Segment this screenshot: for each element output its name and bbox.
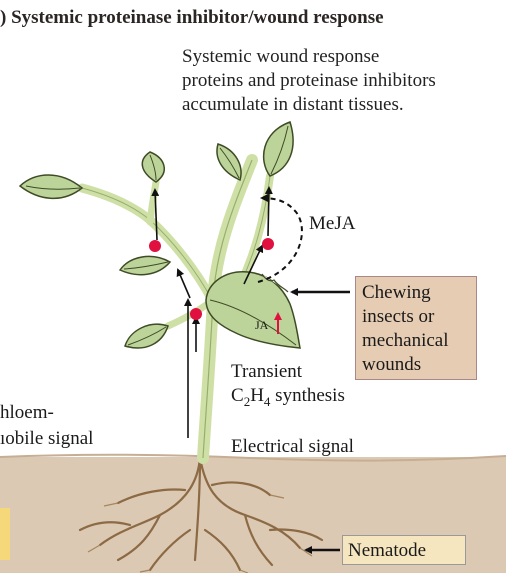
ja-label: JA — [255, 319, 268, 331]
chewing-line: insects or — [362, 305, 482, 329]
meja-label: MeJA — [309, 214, 355, 233]
chewing-line: mechanical — [362, 329, 482, 353]
systemic-response-caption: Systemic wound response proteins and pro… — [182, 45, 506, 117]
leaf-top-right — [264, 122, 293, 176]
chewing-line: Chewing — [362, 281, 482, 305]
leaf-left-mid — [120, 256, 170, 274]
signal-dot-right — [262, 238, 274, 250]
leaf-left-top — [142, 152, 164, 182]
phloem-line: hloem- — [0, 400, 160, 426]
signal-dot-stem — [190, 308, 202, 320]
caption-line: Systemic wound response — [182, 45, 506, 69]
transient-line: Transient — [231, 360, 345, 384]
margin-color-tab — [0, 508, 10, 560]
caption-line: proteins and proteinase inhibitors — [182, 69, 506, 93]
nematode-label: Nematode — [348, 541, 426, 560]
figure-title: ) Systemic proteinase inhibitor/wound re… — [0, 8, 506, 27]
ethylene-formula: C2H4 synthesis — [231, 384, 345, 414]
chewing-line: wounds — [362, 353, 482, 377]
leaf-wounded — [206, 272, 300, 348]
phloem-line: ıobile signal — [0, 426, 160, 452]
ethylene-synthesis-label: Transient C2H4 synthesis — [231, 360, 345, 414]
electrical-signal-label: Electrical signal — [231, 437, 354, 456]
chewing-insects-label: Chewing insects or mechanical wounds — [362, 281, 482, 377]
left-branch — [82, 188, 212, 300]
leaf-left-low — [125, 324, 168, 348]
caption-line: accumulate in distant tissues. — [182, 93, 506, 117]
phloem-mobile-signal-label: hloem- ıobile signal — [0, 400, 160, 452]
signal-dot-left — [149, 240, 161, 252]
